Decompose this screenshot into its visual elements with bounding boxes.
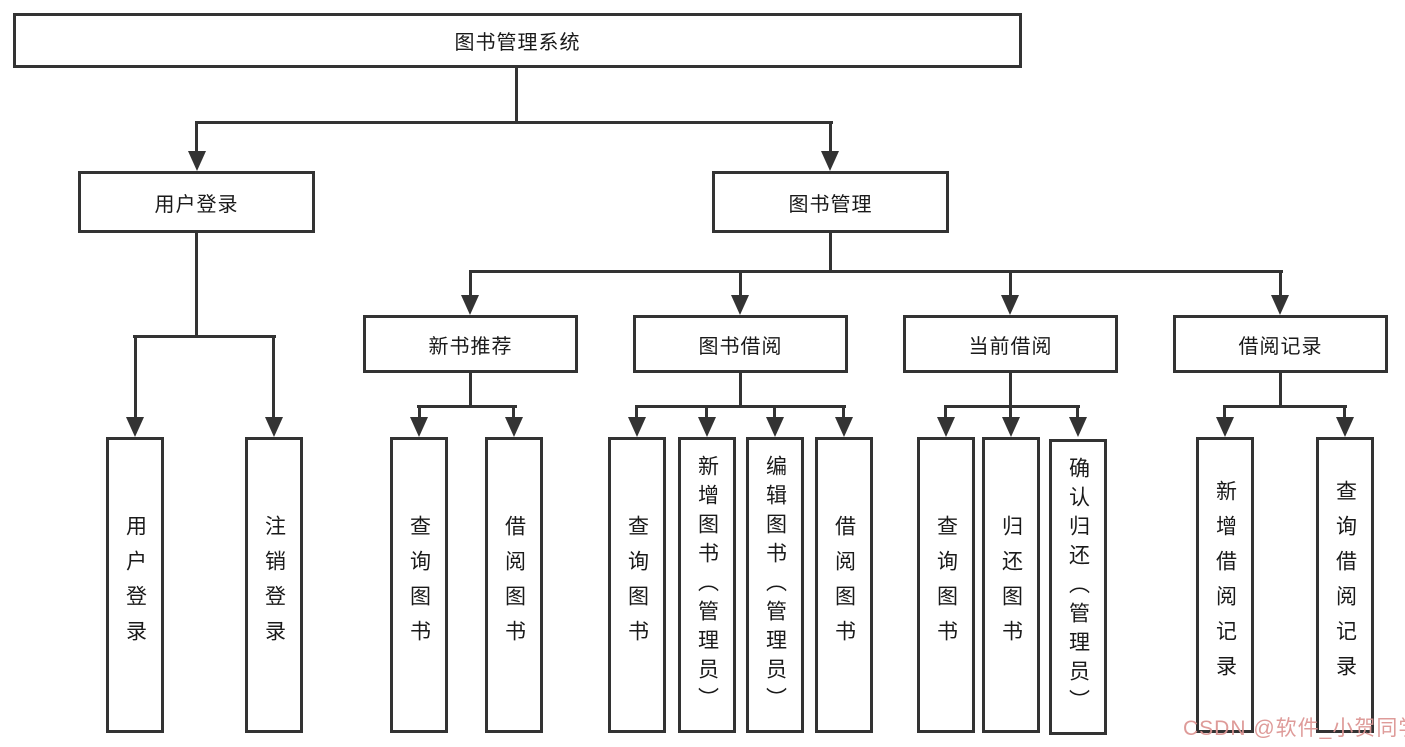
connector-book-borrow-stem xyxy=(739,371,742,408)
connector-new-book-horizontal xyxy=(417,405,517,408)
connector-user-login-horizontal xyxy=(133,335,276,338)
arrow-down-icon xyxy=(731,295,749,315)
arrow-down-icon xyxy=(1069,417,1087,437)
arrow-down-icon xyxy=(265,417,283,437)
node-borrow-records: 借阅记录 xyxy=(1173,315,1388,373)
arrow-down-icon xyxy=(126,417,144,437)
leaf-label: 编辑图书（管理员） xyxy=(763,454,787,716)
leaf-label: 查询图书 xyxy=(934,515,958,655)
connector-drop-leaf xyxy=(512,405,515,419)
connector-drop-leaf xyxy=(1076,405,1079,419)
leaf-borrow-books: 借阅图书 xyxy=(815,437,873,733)
connector-drop-leaf xyxy=(418,405,421,419)
leaf-add-books-admin: 新增图书（管理员） xyxy=(678,437,736,733)
leaf-label: 查询图书 xyxy=(625,515,649,655)
arrow-down-icon xyxy=(1336,417,1354,437)
connector-drop-leaf xyxy=(272,335,275,419)
arrow-down-icon xyxy=(461,295,479,315)
node-book-borrow: 图书借阅 xyxy=(633,315,848,373)
connector-borrow-records-stem xyxy=(1279,371,1282,408)
leaf-query-books: 查询图书 xyxy=(608,437,666,733)
leaf-label: 新增图书（管理员） xyxy=(695,454,719,716)
node-label: 新书推荐 xyxy=(428,335,513,358)
arrow-down-icon xyxy=(698,417,716,437)
node-new-book-recommend: 新书推荐 xyxy=(363,315,578,373)
node-book-management: 图书管理 xyxy=(712,171,949,233)
node-current-borrow: 当前借阅 xyxy=(903,315,1118,373)
connector-borrow-records-horizontal xyxy=(1223,405,1347,408)
connector-drop-leaf xyxy=(635,405,638,419)
leaf-logout: 注销登录 xyxy=(245,437,303,733)
connector-drop-leaf xyxy=(1223,405,1226,419)
leaf-label: 查询图书 xyxy=(407,515,431,655)
arrow-down-icon xyxy=(835,417,853,437)
connector-drop-user-login xyxy=(195,121,198,154)
leaf-label: 确认归还（管理员） xyxy=(1066,456,1090,718)
arrow-down-icon xyxy=(1216,417,1234,437)
node-label: 图书管理 xyxy=(788,193,873,216)
leaf-borrow-books: 借阅图书 xyxy=(485,437,543,733)
csdn-watermark: CSDN @软件_小贺同学 xyxy=(1183,717,1405,740)
connector-drop-book-management xyxy=(829,121,832,154)
arrow-down-icon xyxy=(505,417,523,437)
node-label: 图书管理系统 xyxy=(454,32,581,54)
node-library-system: 图书管理系统 xyxy=(13,13,1022,68)
arrow-down-icon xyxy=(937,417,955,437)
connector-current-borrow-horizontal xyxy=(944,405,1080,408)
leaf-label: 查询借阅记录 xyxy=(1333,480,1357,690)
connector-drop-current-borrow xyxy=(1009,270,1012,298)
connector-drop-leaf xyxy=(944,405,947,419)
leaf-label: 借阅图书 xyxy=(832,515,856,655)
arrow-down-icon xyxy=(410,417,428,437)
connector-drop-new-book xyxy=(469,270,472,298)
leaf-add-borrow-record: 新增借阅记录 xyxy=(1196,437,1254,733)
connector-book-borrow-horizontal xyxy=(635,405,846,408)
leaf-confirm-return-admin: 确认归还（管理员） xyxy=(1049,439,1107,735)
arrow-down-icon xyxy=(188,151,206,171)
arrow-down-icon xyxy=(628,417,646,437)
connector-drop-book-borrow xyxy=(739,270,742,298)
leaf-label: 借阅图书 xyxy=(502,515,526,655)
arrow-down-icon xyxy=(1271,295,1289,315)
leaf-query-books: 查询图书 xyxy=(917,437,975,733)
leaf-user-login: 用户登录 xyxy=(106,437,164,733)
leaf-label: 归还图书 xyxy=(999,515,1023,655)
leaf-label: 新增借阅记录 xyxy=(1213,480,1237,690)
leaf-edit-books-admin: 编辑图书（管理员） xyxy=(746,437,804,733)
connector-drop-leaf xyxy=(134,335,137,419)
arrow-down-icon xyxy=(766,417,784,437)
leaf-query-borrow-record: 查询借阅记录 xyxy=(1316,437,1374,733)
node-label: 借阅记录 xyxy=(1238,335,1323,358)
arrow-down-icon xyxy=(1001,295,1019,315)
connector-drop-leaf xyxy=(773,405,776,419)
connector-new-book-stem xyxy=(469,371,472,408)
arrow-down-icon xyxy=(821,151,839,171)
node-label: 图书借阅 xyxy=(698,335,783,358)
connector-drop-leaf xyxy=(1009,405,1012,419)
leaf-return-books: 归还图书 xyxy=(982,437,1040,733)
connector-drop-leaf xyxy=(842,405,845,419)
connector-drop-leaf xyxy=(1343,405,1346,419)
connector-current-borrow-stem xyxy=(1009,371,1012,408)
connector-level2-horizontal xyxy=(195,121,833,124)
connector-level3-horizontal xyxy=(469,270,1283,273)
connector-book-management-stem xyxy=(829,231,832,273)
node-user-login: 用户登录 xyxy=(78,171,315,233)
arrow-down-icon xyxy=(1002,417,1020,437)
leaf-label: 注销登录 xyxy=(262,515,286,655)
leaf-query-books: 查询图书 xyxy=(390,437,448,733)
node-label: 当前借阅 xyxy=(968,335,1053,358)
connector-drop-leaf xyxy=(705,405,708,419)
connector-drop-borrow-records xyxy=(1279,270,1282,298)
connector-root-stem xyxy=(515,68,518,124)
leaf-label: 用户登录 xyxy=(123,515,147,655)
connector-user-login-stem xyxy=(195,231,198,338)
node-label: 用户登录 xyxy=(154,193,239,216)
